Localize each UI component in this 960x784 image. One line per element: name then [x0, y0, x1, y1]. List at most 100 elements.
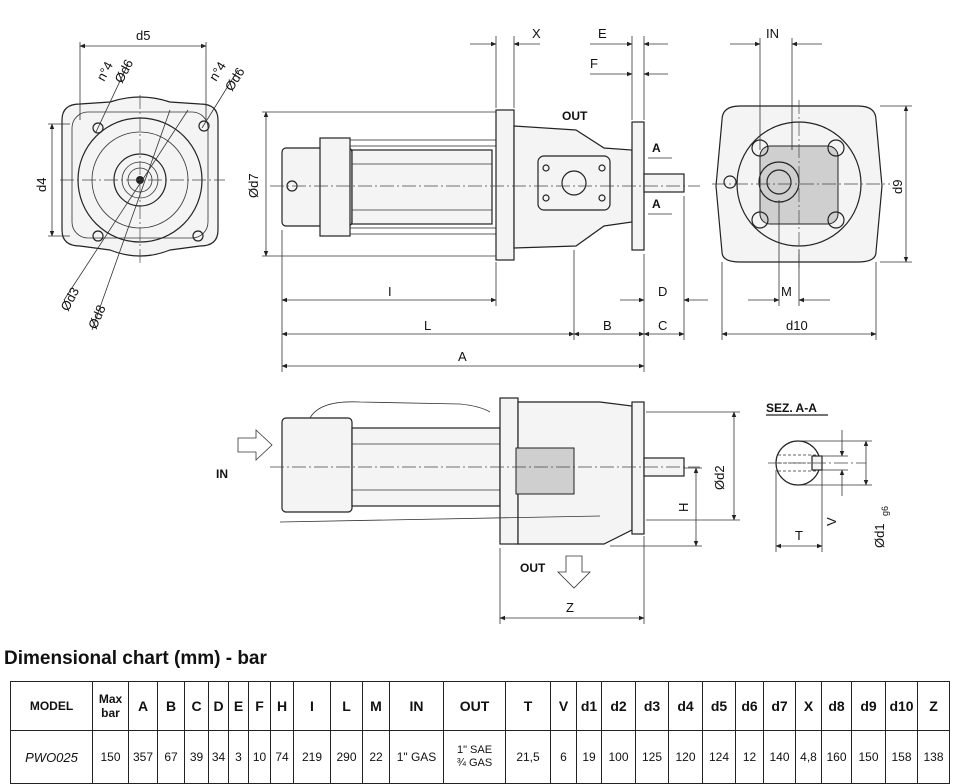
header-cell: F [248, 681, 271, 731]
c-label: C [658, 318, 667, 333]
b-label: B [603, 318, 612, 333]
max-bar-cell: 150 [92, 730, 129, 784]
d3-label: Ød3 [57, 285, 82, 314]
c-cell: 39 [184, 730, 209, 784]
header-cell: B [157, 681, 185, 731]
a-cell: 357 [128, 730, 158, 784]
header-cell: A [128, 681, 158, 731]
header-cell: V [550, 681, 577, 731]
header-cell: d5 [702, 681, 736, 731]
header-cell: Max bar [92, 681, 129, 731]
z-label: Z [566, 600, 574, 615]
d9-cell: 150 [851, 730, 886, 784]
v-cell: 6 [550, 730, 577, 784]
m-label: M [781, 284, 792, 299]
side-view-top: OUT Ød7 X E F A A I L B [246, 26, 708, 372]
i-cell: 219 [293, 730, 331, 784]
header-cell: d8 [821, 681, 852, 731]
header-cell: Z [917, 681, 950, 731]
header-cell: d4 [668, 681, 703, 731]
header-cell: d6 [735, 681, 764, 731]
d3-cell: 125 [635, 730, 669, 784]
side-view-bottom: IN OUT Ød2 H Z [216, 397, 740, 624]
l-label: L [424, 318, 431, 333]
header-cell: M [362, 681, 390, 731]
right-end-view: IN d9 M d10 [712, 26, 912, 340]
chart-title: Dimensional chart (mm) - bar [4, 648, 267, 669]
b-cell: 67 [157, 730, 185, 784]
technical-drawing: d5 d4 n°4 Ød6 n°4 Ød6 Ød3 Ød8 [34, 26, 912, 624]
out-cell-line1: 1" SAE [456, 744, 493, 756]
d5-label: d5 [136, 28, 150, 43]
h-cell: 74 [270, 730, 294, 784]
header-cell: d3 [635, 681, 669, 731]
e-label: E [598, 26, 607, 41]
x-label: X [532, 26, 541, 41]
header-cell: d7 [763, 681, 796, 731]
t-label: T [795, 528, 803, 543]
d8-cell: 160 [821, 730, 852, 784]
header-cell: I [293, 681, 331, 731]
v-label: V [824, 517, 839, 526]
section-a-a: SEZ. A-A V Ød1 g6 T [766, 401, 890, 552]
header-cell: E [228, 681, 249, 731]
section-a-upper-label: A [652, 141, 661, 155]
out-top-label: OUT [562, 109, 588, 123]
d7-label: Ød7 [246, 173, 261, 198]
header-cell: D [208, 681, 229, 731]
d9-label: d9 [890, 180, 905, 194]
d1-tolerance-label: g6 [880, 506, 890, 516]
table-row: PWO025 150 357 67 39 34 3 10 74 219 290 … [10, 730, 950, 784]
d5-cell: 124 [702, 730, 736, 784]
header-cell: d10 [885, 681, 918, 731]
d10-cell: 158 [885, 730, 918, 784]
d4-label: d4 [34, 178, 49, 192]
d1-cell: 19 [576, 730, 602, 784]
header-cell: d1 [576, 681, 602, 731]
header-cell: d2 [601, 681, 636, 731]
in-dim-label: IN [766, 26, 779, 41]
d2-cell: 100 [601, 730, 636, 784]
header-cell: H [270, 681, 294, 731]
table-header-row: MODEL Max bar A B C D E F H I L M IN OUT… [10, 681, 950, 731]
d4-cell: 120 [668, 730, 703, 784]
d8-label: Ød8 [85, 303, 109, 332]
out-side-label: OUT [520, 561, 546, 575]
header-cell: C [184, 681, 209, 731]
l-cell: 290 [330, 730, 363, 784]
header-cell: IN [389, 681, 444, 731]
out-cell: 1" SAE ¾ GAS [443, 730, 506, 784]
out-cell-line2: ¾ GAS [456, 757, 493, 769]
section-a-lower-label: A [652, 197, 661, 211]
model-cell: PWO025 [10, 730, 93, 784]
d-label: D [658, 284, 667, 299]
x-cell: 4,8 [795, 730, 822, 784]
d6-cell: 12 [735, 730, 764, 784]
in-cell: 1" GAS [389, 730, 444, 784]
e-cell: 3 [228, 730, 249, 784]
d7-cell: 140 [763, 730, 796, 784]
h-label: H [676, 503, 691, 512]
d2-label: Ød2 [712, 465, 727, 490]
header-cell: OUT [443, 681, 506, 731]
header-cell: MODEL [10, 681, 93, 731]
a-total-label: A [458, 349, 467, 364]
header-cell: d9 [851, 681, 886, 731]
t-cell: 21,5 [505, 730, 551, 784]
f-cell: 10 [248, 730, 271, 784]
d10-label: d10 [786, 318, 808, 333]
section-a-a-title: SEZ. A-A [766, 401, 817, 415]
z-cell: 138 [917, 730, 950, 784]
header-cell: T [505, 681, 551, 731]
f-label: F [590, 56, 598, 71]
left-end-view: d5 d4 n°4 Ød6 n°4 Ød6 Ød3 Ød8 [34, 28, 248, 331]
d6-left-label: Ød6 [111, 57, 136, 86]
m-cell: 22 [362, 730, 390, 784]
d1-label: Ød1 [872, 523, 887, 548]
dimension-table: MODEL Max bar A B C D E F H I L M IN OUT… [10, 681, 950, 784]
header-cell: X [795, 681, 822, 731]
in-side-label: IN [216, 467, 228, 481]
i-label: I [388, 284, 392, 299]
header-cell: L [330, 681, 363, 731]
d-cell: 34 [208, 730, 229, 784]
